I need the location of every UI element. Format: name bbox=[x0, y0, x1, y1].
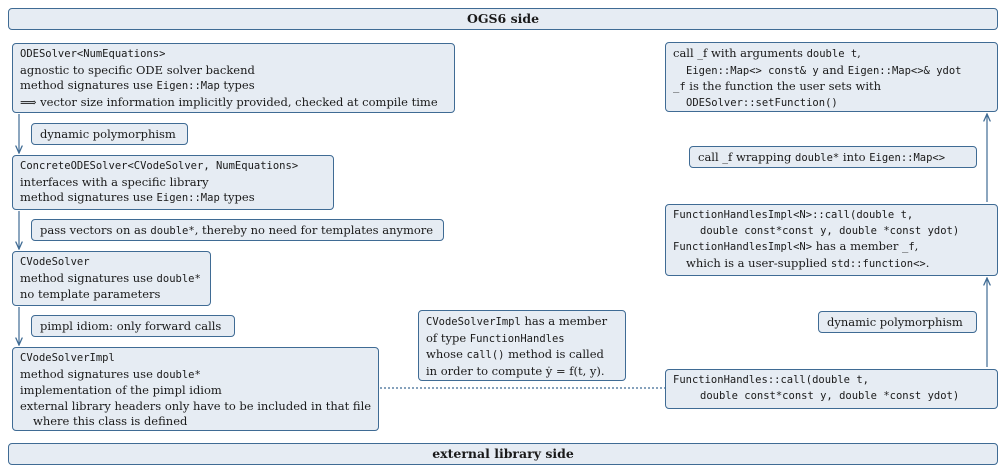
dynamic-polymorphism-label-left: dynamic polymorphism bbox=[31, 123, 188, 145]
note-line1: CVodeSolverImpl has a member bbox=[426, 314, 608, 328]
odesolver-box: ODESolver<NumEquations> agnostic to spec… bbox=[12, 43, 455, 113]
cvodesolver-line2: method signatures use double* bbox=[20, 270, 201, 285]
pimpl-idiom-label: pimpl idiom: only forward calls bbox=[31, 315, 235, 337]
function-handles-impl-box: FunctionHandlesImpl<N>::call(double t, d… bbox=[665, 204, 998, 276]
concrete-title: ConcreteODESolver<CVodeSolver, NumEquati… bbox=[20, 160, 299, 172]
call-f-line4: ODESolver::setFunction() bbox=[686, 96, 838, 109]
odesolver-line3: method signatures use Eigen::Map types bbox=[20, 78, 255, 93]
cvodesolverimpl-line3: implementation of the pimpl idiom bbox=[20, 383, 222, 398]
cvodesolverimpl-line2: method signatures use double* bbox=[20, 366, 201, 381]
concrete-odesolver-box: ConcreteODESolver<CVodeSolver, NumEquati… bbox=[12, 155, 334, 210]
odesolver-line4: ⟹ vector size information implicitly pro… bbox=[20, 94, 438, 109]
impl-line3: FunctionHandlesImpl<N> has a member _f, bbox=[673, 239, 919, 254]
ogs6-side-banner: OGS6 side bbox=[8, 8, 998, 30]
impl-line2: double const*const y, double *const ydot… bbox=[700, 224, 960, 237]
impl-line1: FunctionHandlesImpl<N>::call(double t, bbox=[673, 209, 914, 221]
call-f-line3: _f is the function the user sets with bbox=[673, 79, 882, 94]
dynamic-polymorphism-label-right: dynamic polymorphism bbox=[818, 311, 977, 333]
cvodesolverimpl-title: CVodeSolverImpl bbox=[20, 352, 115, 364]
function-handles-box: FunctionHandles::call(double t, double c… bbox=[665, 369, 998, 409]
note-line2: of type FunctionHandles bbox=[426, 330, 565, 345]
call-f-line2: Eigen::Map<> const& y and Eigen::Map<>& … bbox=[686, 62, 962, 77]
handles-line2: double const*const y, double *const ydot… bbox=[700, 389, 960, 402]
handles-line1: FunctionHandles::call(double t, bbox=[673, 374, 869, 386]
cvodesolverimpl-line4: external library headers only have to be… bbox=[20, 398, 372, 413]
cvodesolverimpl-box: CVodeSolverImpl method signatures use do… bbox=[12, 347, 379, 431]
pass-vectors-label: pass vectors on as double*, thereby no n… bbox=[31, 219, 444, 241]
odesolver-line2: agnostic to specific ODE solver backend bbox=[20, 62, 255, 77]
concrete-line3: method signatures use Eigen::Map types bbox=[20, 190, 255, 205]
external-library-side-banner: external library side bbox=[8, 443, 998, 465]
call-f-box: call _f with arguments double t, Eigen::… bbox=[665, 42, 998, 112]
function-handles-note: CVodeSolverImpl has a member of type Fun… bbox=[418, 310, 626, 381]
call-f-line1: call _f with arguments double t, bbox=[673, 46, 861, 60]
cvodesolver-box: CVodeSolver method signatures use double… bbox=[12, 251, 211, 306]
cvodesolver-title: CVodeSolver bbox=[20, 256, 90, 268]
concrete-line2: interfaces with a specific library bbox=[20, 174, 209, 189]
cvodesolver-line3: no template parameters bbox=[20, 287, 161, 302]
impl-line4: which is a user-supplied std::function<>… bbox=[686, 255, 930, 270]
odesolver-title: ODESolver<NumEquations> bbox=[20, 48, 166, 60]
call-f-wrapping-label: call _f wrapping double* into Eigen::Map… bbox=[689, 146, 977, 168]
note-line3: whose call() method is called bbox=[426, 347, 604, 362]
cvodesolverimpl-line5: where this class is defined bbox=[33, 414, 188, 429]
note-line4: in order to compute ẏ = f(t, y). bbox=[426, 363, 605, 378]
